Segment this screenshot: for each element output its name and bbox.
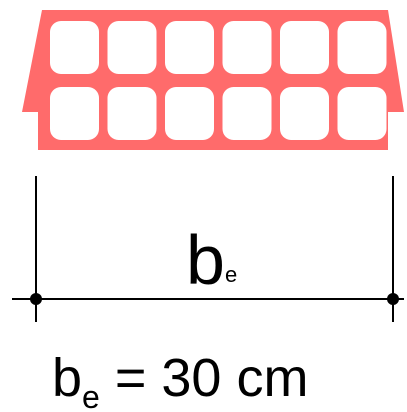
block-hole xyxy=(165,87,214,140)
equation-lhs-subscript: e xyxy=(82,379,100,412)
block-holes xyxy=(50,21,387,140)
dimension-point-right xyxy=(387,293,399,305)
block-hole xyxy=(337,21,387,74)
block-hole xyxy=(280,21,329,74)
block-hole xyxy=(222,87,272,140)
block-hole xyxy=(107,21,157,74)
equation-lhs-main: b xyxy=(52,348,82,408)
width-equation: be = 30 cm xyxy=(52,348,308,412)
block-hole xyxy=(107,87,157,140)
equation-rhs: = 30 cm xyxy=(100,348,309,408)
block-hole xyxy=(280,87,329,140)
block-hole xyxy=(337,87,387,140)
dimension-label: be xyxy=(186,221,237,299)
dimension-label-main: b xyxy=(186,221,225,299)
block-hole xyxy=(165,21,214,74)
block-hole xyxy=(50,21,99,74)
dimension-label-subscript: e xyxy=(225,262,237,287)
block-hole xyxy=(222,21,272,74)
dimension-lines xyxy=(12,176,404,322)
dimension-point-left xyxy=(30,293,42,305)
hollow-brick-block xyxy=(22,10,404,150)
block-hole xyxy=(50,87,99,140)
